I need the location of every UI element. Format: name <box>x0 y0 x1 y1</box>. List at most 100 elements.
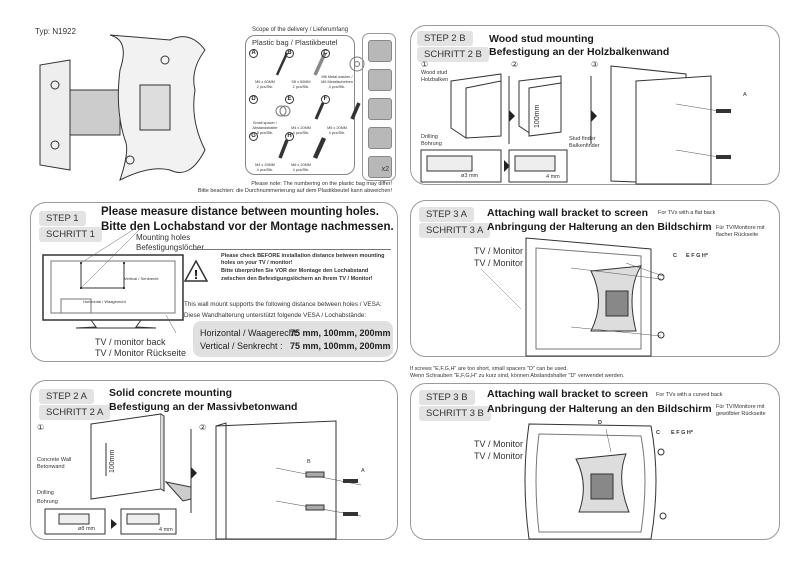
warning-icon: ! <box>183 259 209 282</box>
spacer-note-de: Wenn Schrauben "E,F,G,H" zu kurz sind, k… <box>410 373 625 379</box>
screwdriver-icon <box>368 69 392 91</box>
part-letter: F <box>321 95 330 104</box>
label: Drilling Bohrung <box>421 134 442 147</box>
part-letter: D <box>249 95 258 104</box>
part-desc: M5 x 20MM <box>327 126 347 131</box>
persons-count: x2 <box>381 166 389 174</box>
step2b-panel: STEP 2 B SCHRITT 2 B Wood stud mounting … <box>410 25 780 185</box>
dim-label: 100mm <box>534 104 541 128</box>
part-qty: 2 pcs/Stk. <box>256 85 274 90</box>
level-icon <box>368 127 392 149</box>
label: TV / monitor back <box>95 337 166 347</box>
part-b-callout: B <box>307 459 311 465</box>
part-qty: 8 pcs/Stk. <box>256 131 274 136</box>
sub-step-1: ① <box>421 60 429 69</box>
vesa-h-label: Horizontal / Waagerecht: <box>200 328 299 338</box>
warning-text-de: Bitte überprüfen Sie VOR der Montage den… <box>221 268 373 282</box>
supports-en: This wall mount supports the following d… <box>184 301 382 308</box>
part-letter: H <box>285 132 294 141</box>
vesa-v-value: 75 mm, 100mm, 200mm <box>290 341 391 351</box>
step-title: Solid concrete mounting <box>109 387 233 399</box>
step1-panel: STEP 1 SCHRITT 1 Please measure distance… <box>30 202 398 362</box>
step-title-de: Bitte den Lochabstand vor der Montage na… <box>101 221 394 233</box>
svg-text:!: ! <box>194 267 198 282</box>
part-letter: G <box>249 132 258 141</box>
step-title: Attaching wall bracket to screen <box>487 207 649 219</box>
step-tag-de: SCHRITT 3 A <box>419 223 491 238</box>
step-title: Attaching wall bracket to screen <box>487 388 649 400</box>
label: TV / Monitor Rückseite <box>95 348 187 358</box>
part-desc: M6 x 20MM <box>291 163 311 168</box>
part-desc: S8 x 50MM <box>291 80 311 85</box>
step-tag: STEP 2 A <box>39 389 95 404</box>
screw-icon <box>312 137 327 159</box>
step-tag: STEP 3 A <box>419 207 475 222</box>
step-tag: STEP 1 <box>39 211 86 226</box>
part-desc: Small spacer / Abstandshalter <box>252 121 278 131</box>
subtitle-de: Für TV/Monitore mit gewölbter Rückseite <box>716 404 766 417</box>
tv-back-illustration <box>42 227 184 334</box>
depth-label: 4 mm <box>546 174 560 180</box>
flat-back-bracket-illustration <box>480 237 665 357</box>
wall-bracket-illustration <box>39 34 206 181</box>
label: Mounting holes <box>136 233 191 242</box>
label: Befestigungslöcher <box>136 243 205 252</box>
parts-efgh-callout: E F G H* <box>671 430 694 436</box>
washer-icon <box>349 56 365 72</box>
drill-icon <box>368 98 392 120</box>
label: Wood stud Holzbalken <box>421 70 449 83</box>
step-tag: STEP 2 B <box>417 31 473 46</box>
label: Drilling Bohrung <box>37 490 58 505</box>
wood-stud-mounting-illustration <box>420 65 732 185</box>
tv-label: TV / Monitor TV / Monitor <box>474 246 524 268</box>
tv-label: TV / Monitor TV / Monitor <box>474 439 524 461</box>
sub-step-3: ③ <box>591 60 599 69</box>
label: Stud finder Balkenfinder <box>569 136 600 149</box>
vesa-h-value: 75 mm, 100mm, 200mm <box>290 328 391 338</box>
step-title: Wood stud mounting <box>489 33 594 45</box>
tools-column: x2 <box>362 33 396 181</box>
sub-step-2: ② <box>199 423 207 432</box>
spacer-icon <box>275 105 291 117</box>
step-tag-de: SCHRITT 1 <box>39 227 102 242</box>
subtitle-de: Für TV/Monitore mit flacher Rückseite <box>716 225 765 238</box>
vesa-box: Horizontal / Waagerecht: 75 mm, 100mm, 2… <box>193 321 393 357</box>
label: Concrete Wall Betonwand <box>37 457 72 470</box>
screw-icon <box>350 102 361 120</box>
screw-icon <box>314 102 325 120</box>
part-a-callout: A <box>743 92 747 98</box>
part-letter: A <box>249 49 258 58</box>
step-title-de: Anbringung der Halterung an den Bildschi… <box>487 403 712 415</box>
part-desc: M6 x 60MM <box>255 80 275 85</box>
subtitle-en: For TVs with a flat back <box>658 210 716 216</box>
part-letter: C <box>321 49 330 58</box>
bag-note-de: Bitte beachten: die Durchnummerierung au… <box>197 188 392 194</box>
diameter-label: ø3 mm <box>461 173 479 179</box>
bag-note-en: Please note: The numbering on the plasti… <box>251 181 392 187</box>
vesa-v-label: Vertical / Senkrecht : <box>200 341 283 351</box>
part-a-callout: A <box>361 468 365 474</box>
part-desc: M6 Metal washer / M6 Metallscheiben <box>321 75 353 85</box>
part-c-callout: C <box>673 253 677 259</box>
sub-step-1: ① <box>37 423 45 432</box>
curved-back-bracket-illustration <box>524 423 667 540</box>
diameter-label: ø8 mm <box>78 526 96 532</box>
screw-icon <box>278 139 289 159</box>
step-tag-de: SCHRITT 2 B <box>417 47 489 62</box>
divider <box>191 249 391 250</box>
step-title-de: Befestigung an der Massivbetonwand <box>109 401 298 413</box>
concrete-mounting-illustration <box>44 413 362 540</box>
part-qty: 4 pcs/Stk. <box>256 168 274 173</box>
warning-text-en: Please check BEFORE installation distanc… <box>221 253 385 266</box>
step-tag-de: SCHRITT 3 B <box>419 406 491 421</box>
spacer-note-en: If screws "E,F,G,H" are too short, small… <box>410 366 568 372</box>
step3a-panel: STEP 3 A SCHRITT 3 A Attaching wall brac… <box>410 200 780 357</box>
